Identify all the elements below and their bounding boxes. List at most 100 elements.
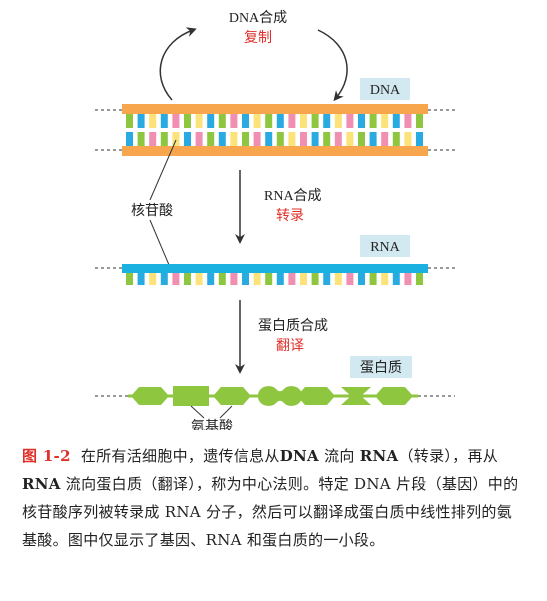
rna-base [276,273,284,285]
nucleotide-pointer-bottom [149,219,173,273]
dna-base-bottom [218,132,226,146]
dna-base-pairs [126,114,423,146]
dna-tag: DNA [370,83,401,98]
dna-base-bottom [184,132,191,146]
protein-tag: 蛋白质 [360,360,402,376]
rna-base [126,273,133,285]
figure-number: 图 1-2 [22,447,71,465]
dna-base-bottom [149,132,157,146]
dna-base-top [334,114,342,128]
rna-base [218,273,226,285]
dna-base-bottom [265,132,273,146]
caption-seg-4: RNA [359,447,399,465]
dna-base-bottom [288,132,296,146]
caption-seg-7: 流向蛋白质（翻译），称为中心法则。特定 DNA 片段（基因）中的核苷酸序列被转录… [22,475,519,549]
rna-base [404,273,412,285]
dna-base-top [311,114,319,128]
amino-acid-hexagon-2 [213,387,251,405]
dna-base-bottom [242,132,249,146]
dna-base-top [230,114,238,128]
amino-acid-hexagon-3 [297,387,335,405]
rna-base [207,273,215,285]
rna-base [253,273,261,285]
dna-base-top [253,114,261,128]
rna-synthesis-label: RNA合成 [264,188,322,204]
rna-base [323,273,331,285]
rna-base [381,273,389,285]
caption-seg-3: 流向 [319,447,360,465]
rna-base [230,273,238,285]
dna-base-bottom [358,132,365,146]
amino-acid-hexagon-4 [375,387,413,405]
nucleotide-label: 核苷酸 [131,203,173,219]
dna-tag-box [360,78,410,100]
dna-base-bottom [137,132,145,146]
caption-seg-2: DNA [279,447,319,465]
dna-base-top [392,114,400,128]
dna-base-bottom [334,132,342,146]
amino-acid-hexagon-1 [131,387,169,405]
dna-base-bottom [253,132,261,146]
dna-base-bottom [311,132,319,146]
dna-base-bottom [392,132,400,146]
rna-tag-box [360,235,410,257]
dna-base-bottom [172,132,180,146]
rna-base [369,273,377,285]
protein-tag-box [350,356,412,378]
dna-backbone-bottom [122,146,428,156]
dna-base-top [369,114,377,128]
rna-tag: RNA [370,240,400,255]
rna-base [137,273,145,285]
nucleotide-pointer-top [149,139,177,201]
rna-base [300,273,307,285]
replication-arrow-right [317,29,348,102]
dna-base-top [242,114,249,128]
dna-base-top [149,114,157,128]
transcription-label: 转录 [276,208,304,224]
rna-base [160,273,168,285]
dna-base-top [288,114,296,128]
dna-base-bottom [323,132,331,146]
caption-seg-1: 在所有活细胞中，遗传信息从 [80,447,280,465]
central-dogma-diagram: DNA合成 复制 DNA 核苷酸 RNA合成 转录 RNA 蛋白质合成 翻译 蛋… [95,10,455,430]
translation-label: 翻译 [276,338,304,354]
dna-base-bottom [126,132,133,146]
rna-base [416,273,423,285]
rna-base [288,273,296,285]
dna-base-bottom [207,132,215,146]
dna-synthesis-label: DNA合成 [229,10,287,26]
replication-arrow-left [159,27,197,101]
rna-base [265,273,273,285]
dna-base-top [137,114,145,128]
amino-acid-rect [173,386,209,406]
rna-bases [126,273,423,285]
dna-base-bottom [195,132,203,146]
dna-base-top [126,114,133,128]
dna-base-top [381,114,389,128]
rna-base [334,273,342,285]
dna-base-top [218,114,226,128]
amino-acid-chain [131,386,413,406]
dna-base-top [416,114,423,128]
dna-base-top [184,114,191,128]
dna-base-bottom [276,132,284,146]
amino-acid-bowtie [341,387,371,405]
dna-base-top [346,114,354,128]
protein-synthesis-label: 蛋白质合成 [258,318,328,334]
caption-seg-5: （转录），再从 [398,447,499,465]
dna-base-bottom [404,132,412,146]
dna-base-bottom [381,132,389,146]
rna-base [346,273,354,285]
rna-base [311,273,319,285]
amino-acid-pointer-right [219,405,233,419]
replication-label: 复制 [244,29,272,46]
dna-base-bottom [230,132,238,146]
rna-base [392,273,400,285]
dna-base-bottom [160,132,168,146]
rna-base [172,273,180,285]
rna-base [242,273,249,285]
caption-seg-6: RNA [22,475,61,493]
dna-base-top [207,114,215,128]
dna-base-top [358,114,365,128]
amino-acid-peanut [258,386,302,406]
